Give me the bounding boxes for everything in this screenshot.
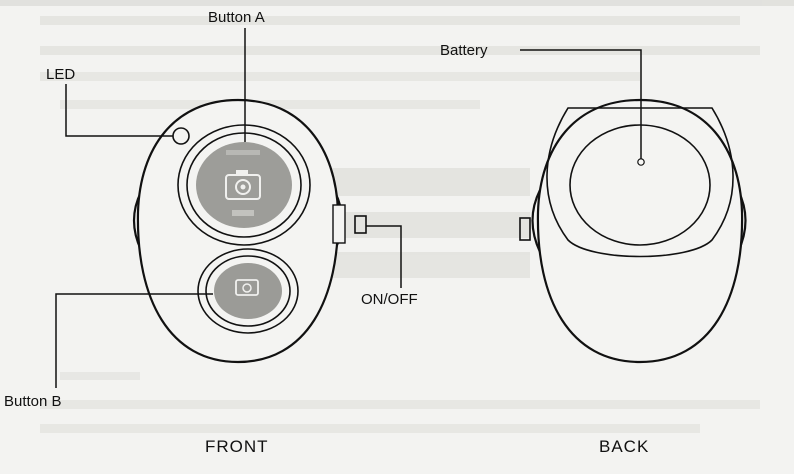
camera-icon: [235, 279, 259, 296]
button-b-leader: [55, 293, 213, 388]
label-button-a: Button A: [208, 9, 265, 26]
led-leader: [65, 84, 173, 137]
caption-back: BACK: [599, 437, 649, 456]
front-body: [136, 98, 340, 364]
caption-front: FRONT: [205, 437, 269, 456]
battery-compartment: [569, 124, 711, 246]
button-a-marking: [232, 210, 254, 216]
button-a-top-marking: [226, 150, 260, 155]
label-button-b: Button B: [4, 393, 62, 410]
button-a[interactable]: [177, 124, 311, 246]
back-switch-nub: [519, 217, 531, 241]
button-b[interactable]: [197, 248, 299, 334]
on-off-leader: [366, 225, 402, 288]
label-led: LED: [46, 66, 75, 83]
camera-icon: [225, 170, 261, 200]
label-battery: Battery: [440, 42, 488, 59]
front-view: [132, 98, 367, 364]
back-view: [519, 98, 747, 364]
label-on-off: ON/OFF: [361, 291, 418, 308]
switch-housing: [332, 204, 346, 244]
on-off-switch[interactable]: [354, 215, 367, 234]
front-leader-lines: [55, 28, 402, 388]
battery-center-mark: [637, 158, 645, 166]
battery-cover: [546, 107, 734, 258]
battery-leader: [520, 49, 642, 159]
back-body: [536, 98, 744, 364]
